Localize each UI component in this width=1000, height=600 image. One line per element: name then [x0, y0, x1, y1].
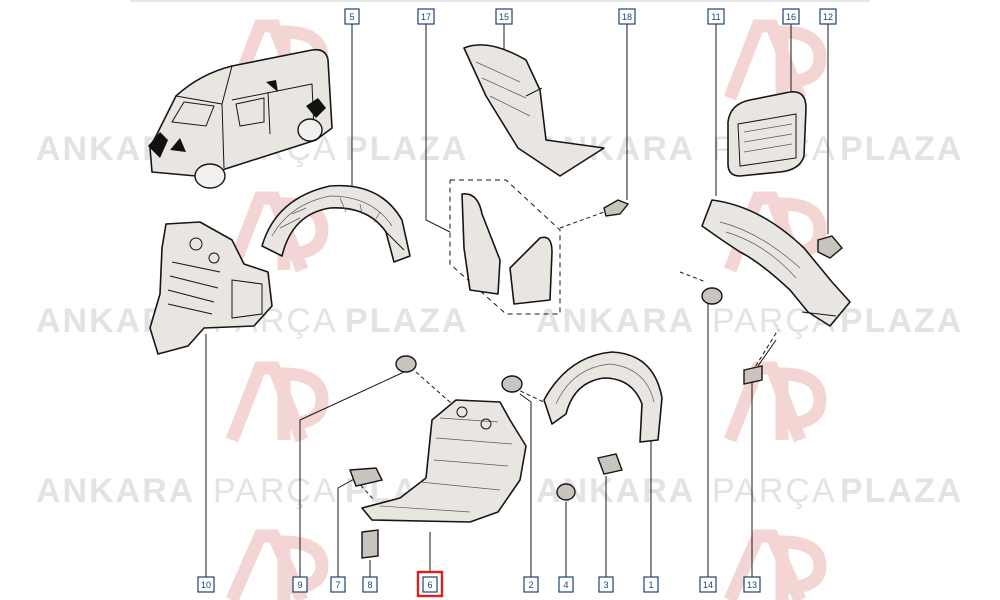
leader-9 [299, 371, 405, 577]
callout-box-15 [495, 8, 513, 25]
callout-label-17: 17 [421, 12, 431, 22]
callout-label-14: 14 [703, 580, 713, 590]
callout-box-18 [618, 8, 636, 25]
callout-box-4 [558, 576, 574, 593]
callout-label-7: 7 [335, 580, 340, 590]
callout-box-11 [707, 8, 725, 25]
part-4 [556, 483, 576, 501]
callouts-top: 5 17 15 18 11 16 12 [344, 8, 837, 25]
callout-box-7 [330, 576, 346, 593]
callout-box-9 [292, 576, 308, 593]
part-16 [727, 91, 807, 177]
callout-box-14 [699, 576, 717, 593]
dash-leader [513, 387, 549, 405]
wm-ankara: ANKARA [536, 302, 695, 340]
part-18 [603, 199, 630, 217]
callout-label-18: 18 [622, 12, 632, 22]
part-10 [149, 221, 273, 355]
callout-box-10 [197, 576, 215, 593]
wm-plaza: PLAZA [840, 130, 963, 168]
callout-label-10: 10 [201, 580, 211, 590]
leader-7 [337, 477, 357, 577]
callout-box-3 [598, 576, 614, 593]
callout-box-1 [643, 576, 659, 593]
callout-box-5 [344, 8, 360, 25]
part-9 [395, 355, 417, 373]
callout-label-12: 12 [823, 12, 833, 22]
callout-label-16: 16 [786, 12, 796, 22]
wm-plaza: PLAZA [345, 302, 468, 340]
dash-leader [751, 329, 779, 373]
part-13 [743, 339, 777, 385]
leader-17 [425, 24, 451, 233]
dash-leader [355, 479, 375, 501]
wm-plaza: PLAZA [840, 472, 963, 510]
part-7 [349, 467, 384, 487]
part-14 [701, 287, 723, 305]
leader-lines [205, 24, 829, 577]
part-3 [597, 453, 623, 475]
callout-box-17 [417, 8, 435, 25]
callout-label-2: 2 [528, 580, 533, 590]
part-12 [817, 235, 843, 259]
part-8 [361, 529, 379, 559]
callout-label-13: 13 [747, 580, 757, 590]
watermark-logo [225, 19, 827, 600]
callout-box-16 [782, 8, 800, 25]
callout-label-6: 6 [427, 580, 432, 590]
wm-parca: PARÇA [712, 472, 837, 510]
part-15 [463, 44, 605, 177]
callout-label-3: 3 [603, 580, 608, 590]
dash-leader [679, 271, 707, 283]
callout-box-12 [819, 8, 837, 25]
callout-box-8 [362, 576, 378, 593]
part-11 [701, 199, 851, 327]
wm-ankara: ANKARA [36, 472, 195, 510]
callout-box-13 [743, 576, 761, 593]
callout-box-2 [523, 576, 539, 593]
part-6 [361, 399, 527, 523]
leader-2 [519, 393, 532, 577]
part-5 [261, 184, 411, 263]
callout-label-4: 4 [563, 580, 568, 590]
part-17 [449, 179, 561, 315]
callouts-bottom: 10 9 7 8 6 2 4 3 1 14 13 [197, 570, 761, 598]
callout-label-1: 1 [648, 580, 653, 590]
dash-leader [559, 211, 605, 229]
callout-label-8: 8 [367, 580, 372, 590]
callout-label-5: 5 [349, 12, 354, 22]
wm-plaza: PLAZA [840, 302, 963, 340]
callout-box-6 [422, 576, 438, 593]
part-2 [501, 375, 523, 393]
van-illustration [148, 48, 333, 189]
callout-label-15: 15 [499, 12, 509, 22]
wm-parca: PARÇA [213, 472, 338, 510]
part-1 [543, 351, 663, 443]
callout-label-11: 11 [711, 12, 720, 22]
dash-leader [415, 371, 453, 405]
wm-plaza: PLAZA [345, 130, 468, 168]
callout-label-9: 9 [297, 580, 302, 590]
